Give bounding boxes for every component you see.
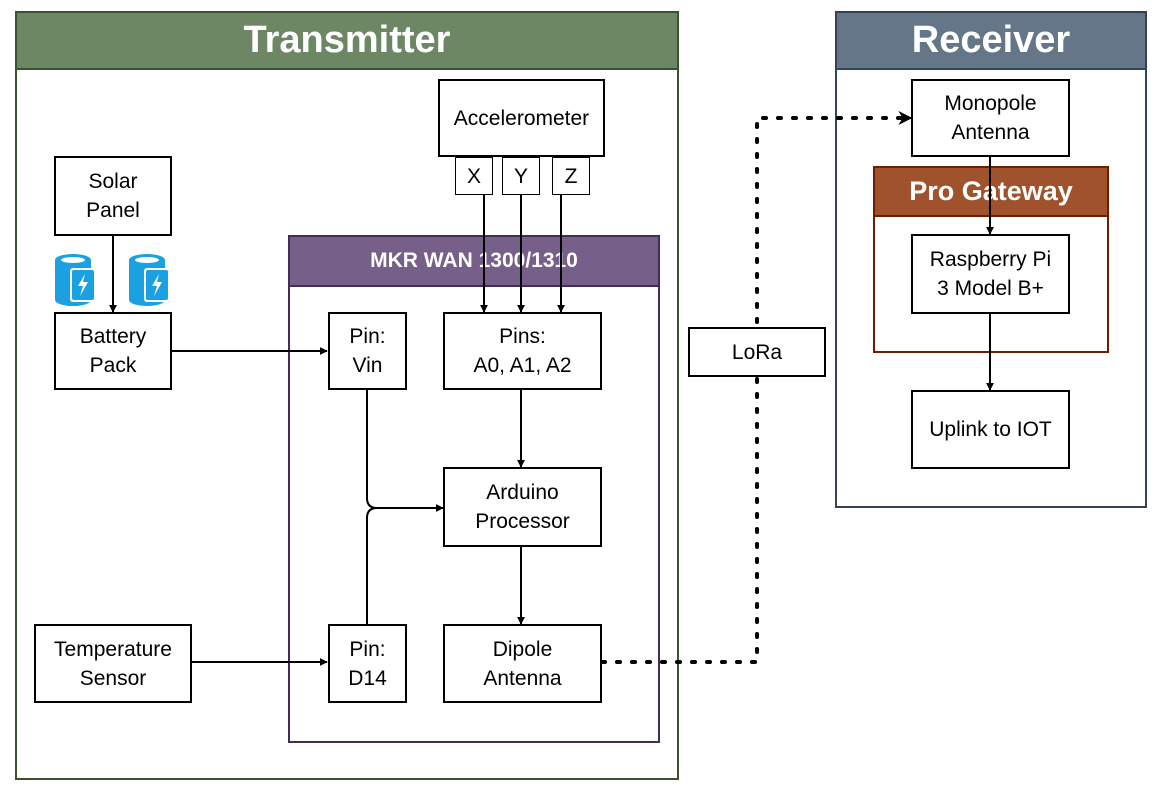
uplink-iot-node: Uplink to IOT xyxy=(911,390,1070,469)
y-axis-node: Y xyxy=(502,157,540,195)
accelerometer-node: Accelerometer xyxy=(438,79,605,157)
dipole-antenna-node: Dipole Antenna xyxy=(443,624,602,703)
lora-label: LoRa xyxy=(688,327,826,377)
mkr-group: MKR WAN 1300/1310 xyxy=(288,235,660,743)
battery-charge-icon xyxy=(129,254,170,306)
raspberry-pi-node: Raspberry Pi 3 Model B+ xyxy=(911,234,1070,314)
receiver-group: Receiver xyxy=(835,11,1147,508)
edge-d14-arduino xyxy=(366,507,378,624)
monopole-antenna-node: Monopole Antenna xyxy=(911,79,1070,157)
pins-analog-node: Pins: A0, A1, A2 xyxy=(443,312,602,390)
arduino-processor-node: Arduino Processor xyxy=(443,467,602,547)
x-axis-node: X xyxy=(455,157,493,195)
battery-charge-icon xyxy=(55,254,96,306)
temperature-sensor-node: Temperature Sensor xyxy=(34,624,192,703)
z-axis-node: Z xyxy=(552,157,590,195)
receiver-title: Receiver xyxy=(837,13,1145,70)
mkr-title: MKR WAN 1300/1310 xyxy=(290,237,658,287)
edge-lora-link xyxy=(600,111,913,664)
pin-vin-node: Pin: Vin xyxy=(328,312,407,390)
pin-d14-node: Pin: D14 xyxy=(328,624,407,703)
battery-pack-node: Battery Pack xyxy=(54,312,172,390)
transmitter-title: Transmitter xyxy=(17,13,677,70)
edge-vin-arduino xyxy=(366,390,444,512)
solar-panel-node: Solar Panel xyxy=(54,156,172,236)
transmitter-group: Transmitter xyxy=(15,11,679,780)
